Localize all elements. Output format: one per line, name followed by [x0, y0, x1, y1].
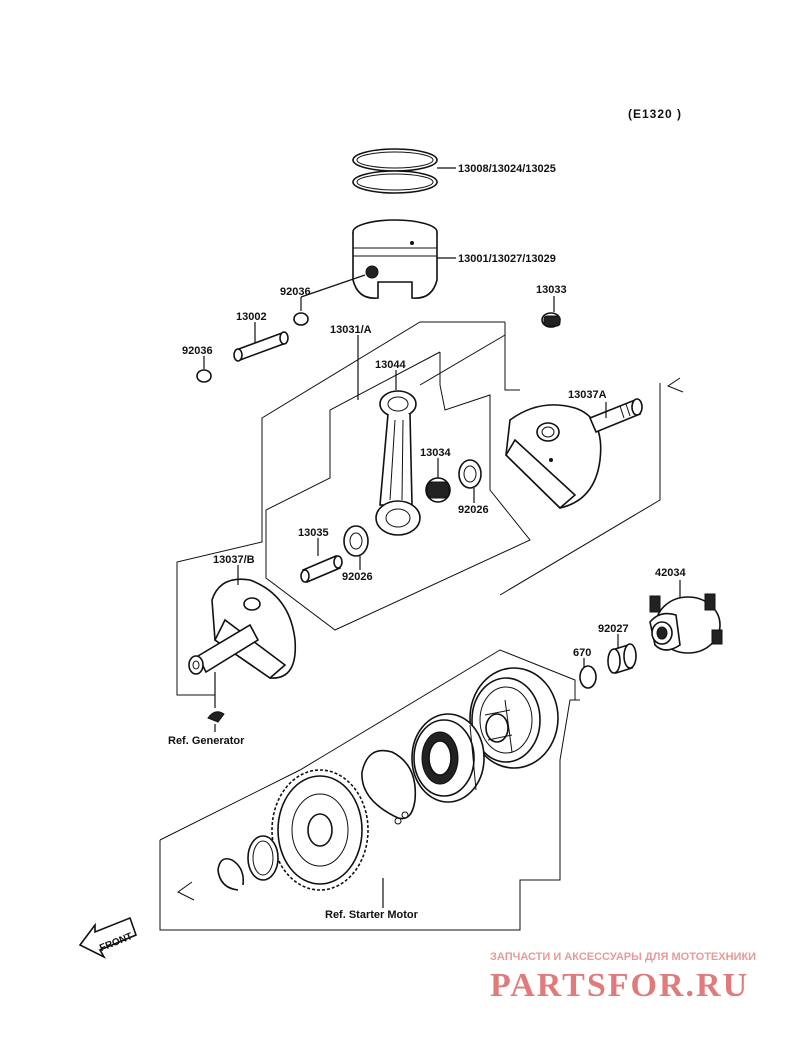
drive-hub	[649, 593, 723, 654]
o-ring	[579, 665, 597, 689]
ref-starter: Ref. Starter Motor	[325, 909, 419, 921]
watermark-brand: PARTSFOR.RU	[490, 967, 749, 1004]
small-end-bearing	[541, 312, 561, 328]
thrust-washer-b	[343, 525, 369, 557]
label-washer-a: 92026	[458, 504, 489, 516]
starter-group-outline	[159, 649, 580, 931]
thrust-washer-a	[458, 459, 482, 489]
starter-clutch-housing	[469, 667, 559, 769]
big-end-bearing	[425, 477, 451, 503]
label-piston: 13001/13027/13029	[458, 253, 556, 265]
clip-lower	[196, 369, 212, 383]
label-rings: 13008/13024/13025	[458, 163, 556, 175]
label-half-a: 13037A	[568, 389, 607, 401]
label-bearing-small: 13033	[536, 284, 567, 296]
label-sprocket: 42034	[655, 567, 686, 579]
crank-pin	[300, 554, 343, 584]
thrust-washer-starter	[247, 835, 279, 881]
front-arrow: FRONT	[78, 916, 138, 959]
label-oring: 670	[573, 647, 591, 659]
piston	[352, 219, 438, 299]
connecting-rod	[375, 390, 421, 536]
crank-assembly-outline	[176, 321, 520, 696]
label-pin: 13002	[236, 311, 267, 323]
circlip	[217, 857, 245, 891]
piston-rings	[352, 148, 438, 194]
label-bearing-b: 92027	[598, 623, 629, 635]
label-washer-b: 92026	[342, 571, 373, 583]
ref-generator: Ref. Generator	[168, 735, 245, 747]
snap-ring	[361, 749, 417, 825]
label-clip-upper: 92036	[280, 286, 311, 298]
one-way-clutch	[411, 713, 485, 803]
label-rod: 13044	[375, 359, 406, 371]
label-bearing-mid: 13034	[420, 447, 451, 459]
crank-half-b	[188, 578, 297, 680]
watermark-tagline: ЗАПЧАСТИ И АКСЕССУАРЫ ДЛЯ МОТОТЕХНИКИ	[490, 951, 756, 963]
label-pin-crank: 13035	[298, 527, 329, 539]
clip-upper	[293, 312, 309, 326]
crank-bearing	[607, 643, 637, 675]
crank-half-a	[504, 398, 643, 510]
diagram-code: (E1320 )	[628, 107, 682, 121]
label-crank-assy: 13031/A	[330, 324, 372, 336]
label-clip-lower: 92036	[182, 345, 213, 357]
starter-gear	[271, 769, 369, 891]
label-half-b: 13037/B	[213, 554, 255, 566]
woodruff-key	[207, 711, 225, 723]
piston-pin	[233, 331, 289, 362]
